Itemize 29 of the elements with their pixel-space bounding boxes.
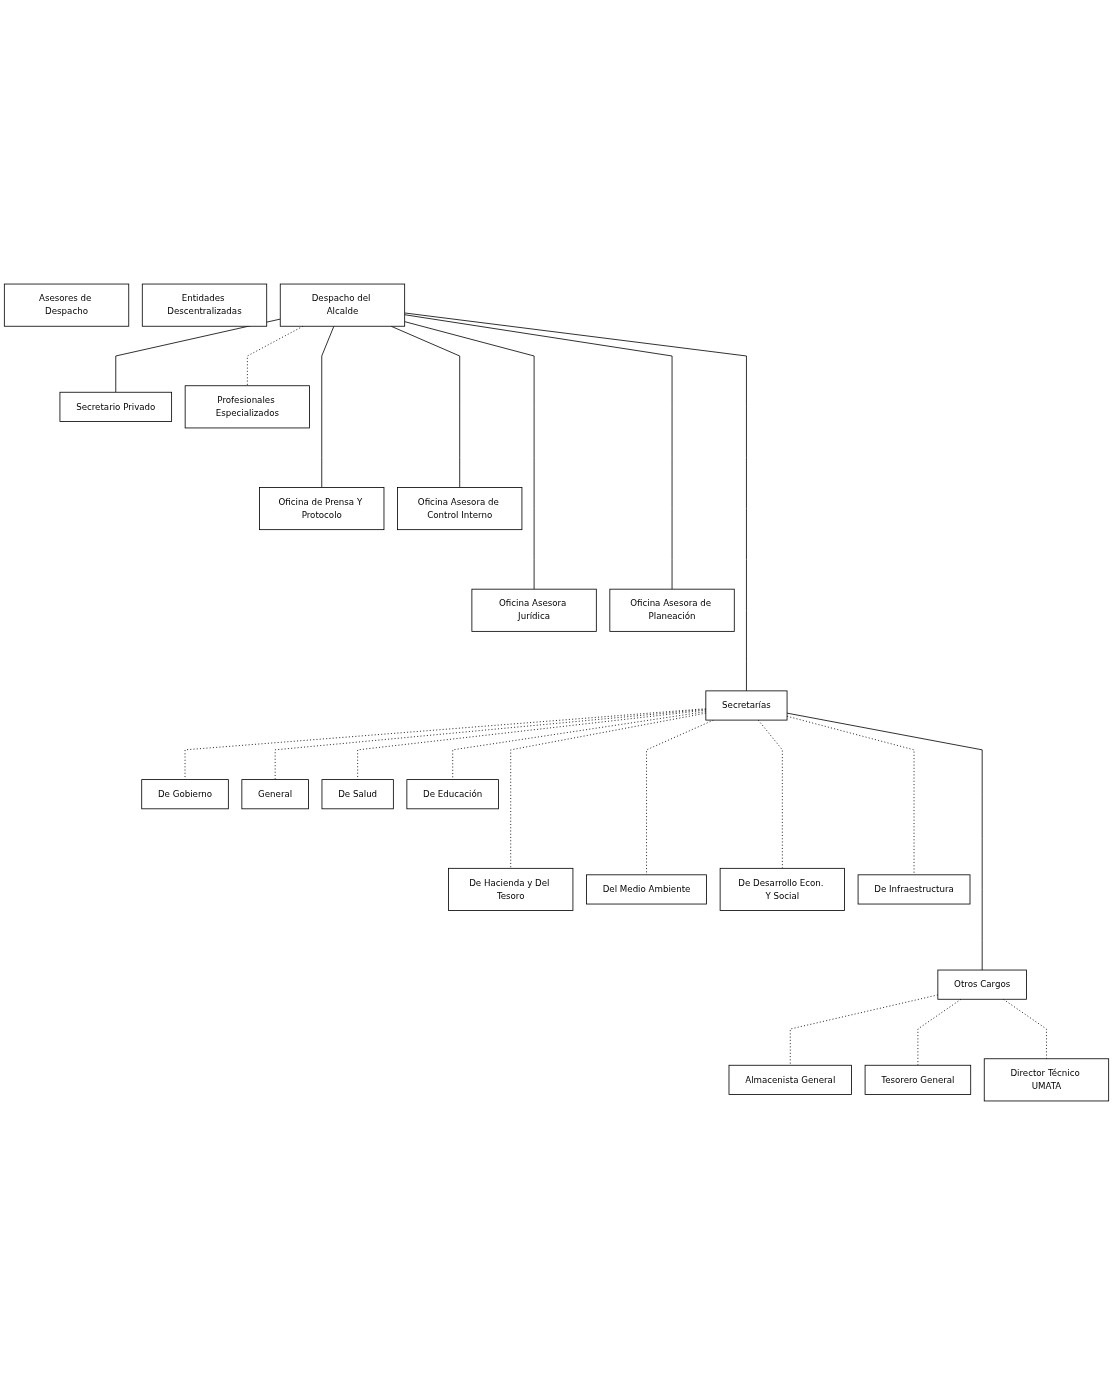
node-box: De Educación [406,779,499,810]
node-box: De Hacienda y Del Tesoro [448,867,574,911]
connector [786,712,983,971]
connector [404,321,535,590]
connector [321,325,335,488]
node-box: General [241,779,309,810]
node-box: De Gobierno [141,779,229,810]
node-box: Despacho del Alcalde [279,283,406,327]
node-box: Oficina de Prensa Y Protocolo [259,487,385,531]
node-box: Almacenista General [728,1064,852,1095]
node-box: Tesorero General [864,1064,972,1095]
node-box: Director Técnico UMATA [983,1058,1110,1102]
node-box: Secretario Privado [59,391,173,422]
node-box: De Desarrollo Econ. Y Social [719,867,845,911]
connector [115,318,281,393]
node-box: Otros Cargos [937,969,1027,1000]
node-box: Asesores de Despacho [3,283,130,327]
node-box: Oficina Asesora de Planeación [609,588,735,632]
node-box: Secretarías [705,690,788,721]
node-box: Del Medio Ambiente [586,874,707,905]
node-box: De Infraestructura [857,874,971,905]
connector [404,314,673,590]
node-box: Oficina Asesora Jurídica [471,588,597,632]
connector [917,998,962,1066]
node-box: Entidades Descentralizadas [141,283,268,327]
connector [404,312,747,692]
node-box: De Salud [321,779,394,810]
node-box: Profesionales Especializados [184,385,310,429]
node-box: Oficina Asesora de Control Interno [397,487,523,531]
